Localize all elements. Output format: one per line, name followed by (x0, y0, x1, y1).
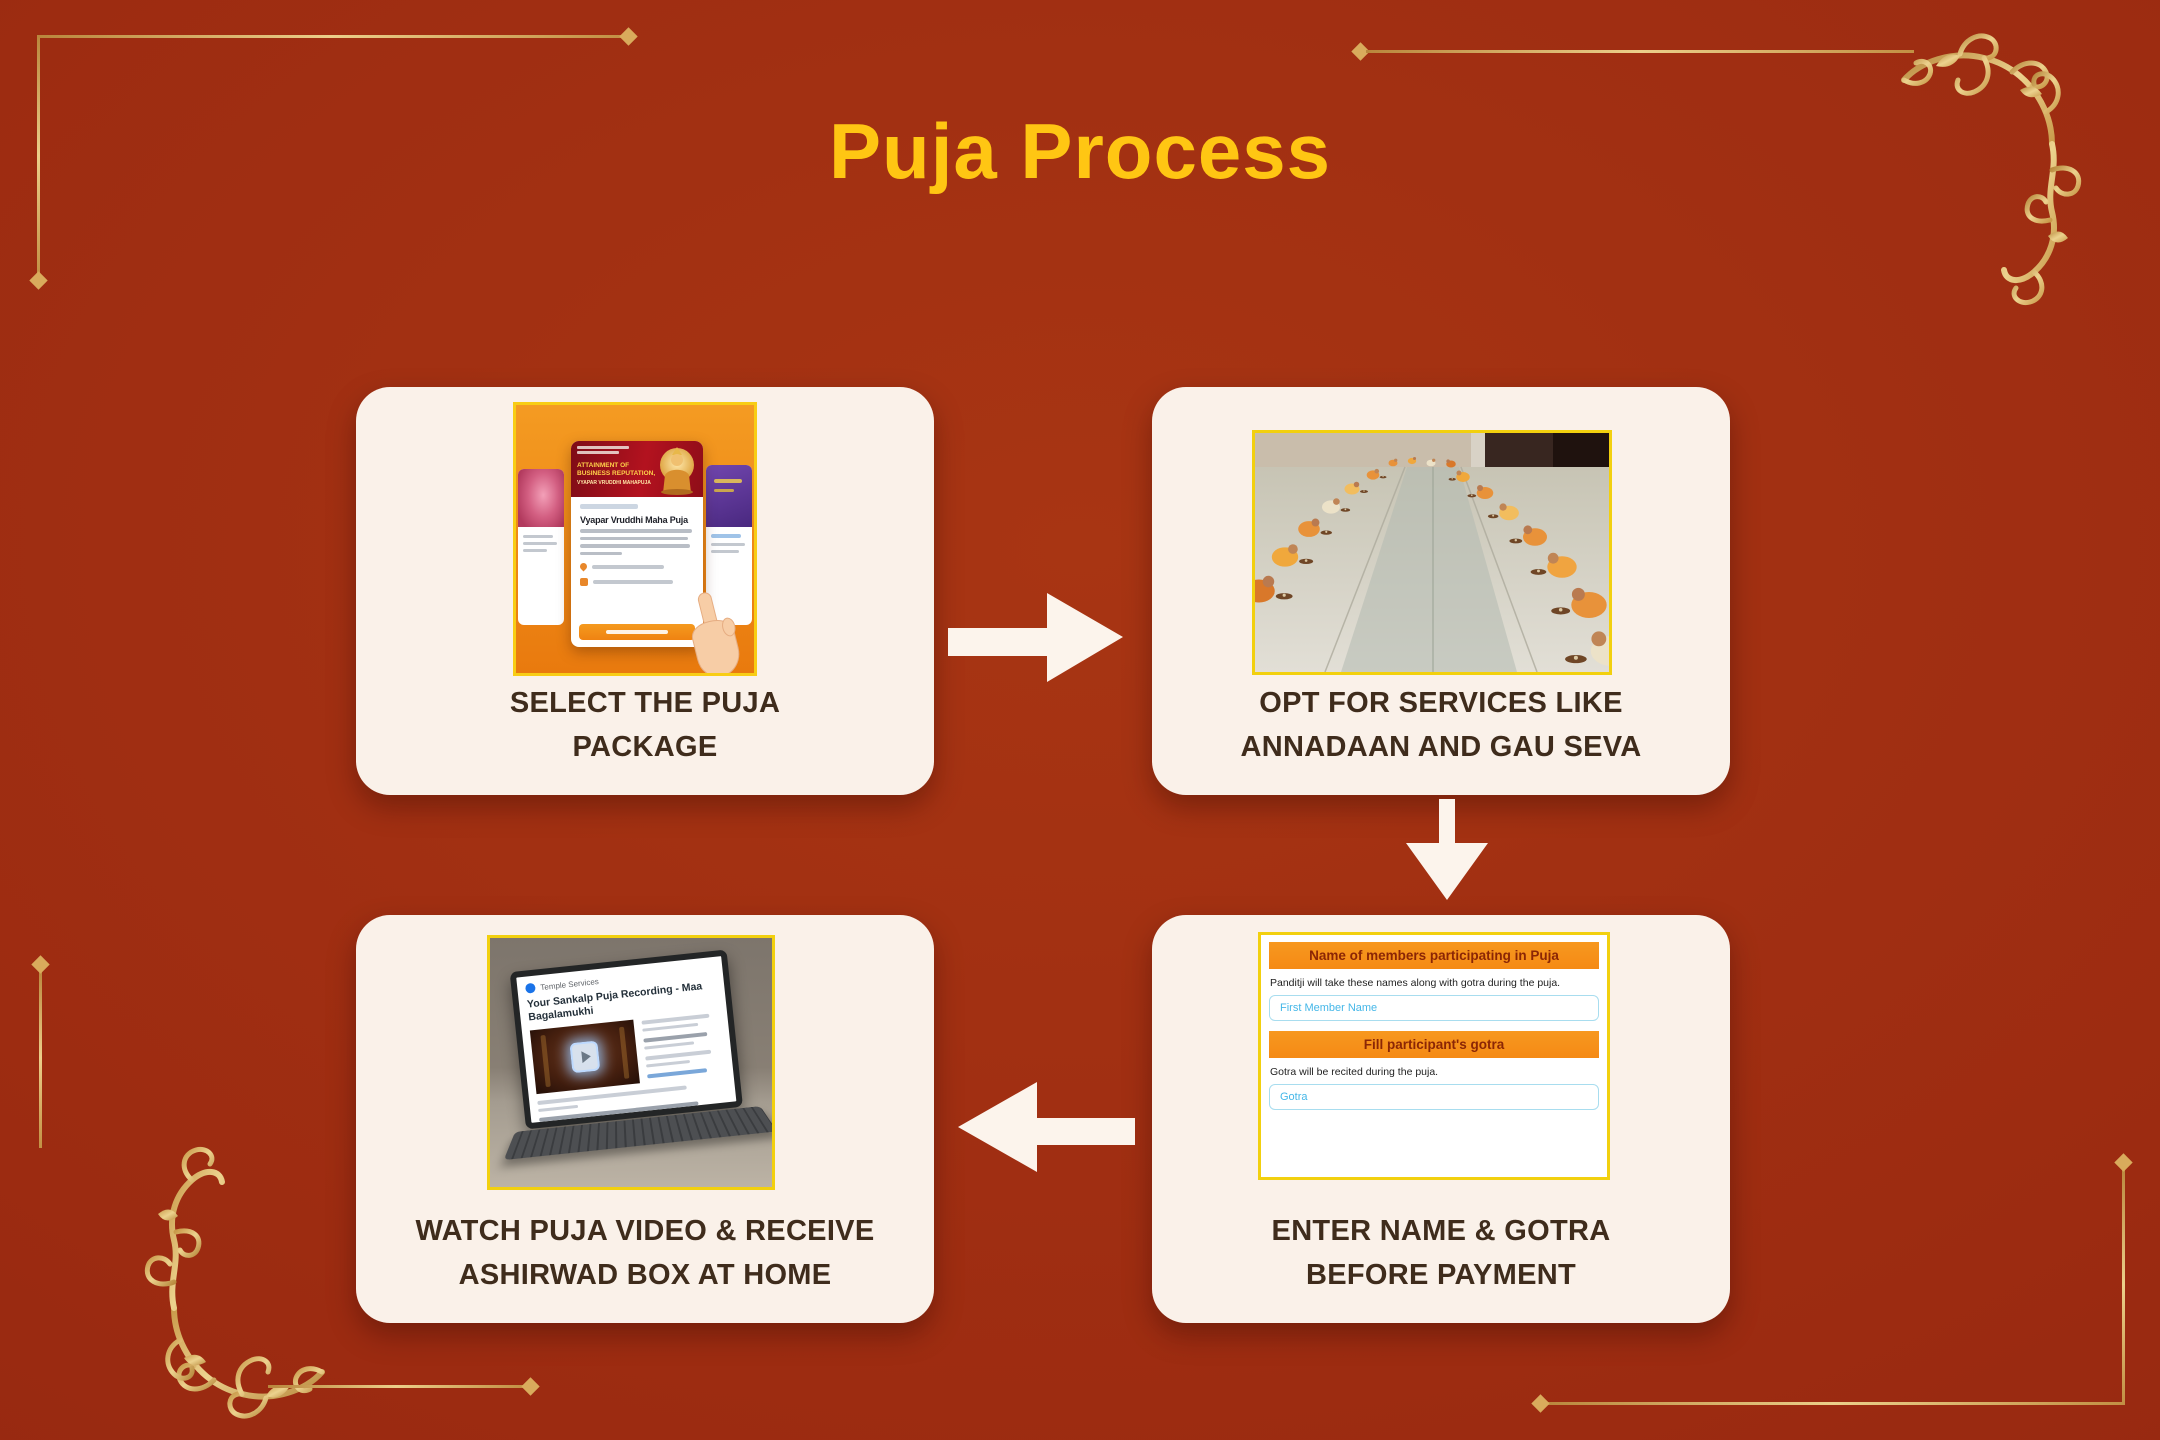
frame-line-top-left-horizontal (37, 35, 625, 38)
member-name-input[interactable] (1269, 995, 1599, 1021)
availability-tag (580, 504, 638, 509)
puja-title: Vyapar Vruddhi Maha Puja (580, 515, 688, 525)
step-card-enter-details: Name of members participating in Puja Pa… (1152, 915, 1730, 1323)
frame-line-bottom-left-horizontal (268, 1385, 524, 1388)
play-button-icon (569, 1040, 601, 1074)
avatar-circle-icon (524, 982, 536, 994)
frame-line-top-right-horizontal (1366, 50, 1914, 53)
puja-card-image (706, 465, 752, 527)
hand-pointer-icon (691, 592, 740, 673)
frame-diamond (1531, 1394, 1550, 1413)
button-label-bar (606, 630, 668, 634)
step-caption: ENTER NAME & GOTRA BEFORE PAYMENT (1271, 1215, 1611, 1291)
annadaan-photo (1252, 430, 1612, 675)
frame-line-bottom-left-vertical (39, 968, 42, 1148)
members-section-header: Name of members participating in Puja (1269, 942, 1599, 969)
calendar-icon (580, 578, 588, 586)
carousel-card-left (518, 469, 564, 625)
step-card-watch-video: Temple Services Your Sankalp Puja Record… (356, 915, 934, 1323)
member-details-form: Name of members participating in Puja Pa… (1258, 932, 1610, 1180)
frame-diamond (29, 271, 48, 290)
gotra-section-header: Fill participant's gotra (1269, 1031, 1599, 1058)
puja-date-row (580, 578, 703, 586)
gotra-input[interactable] (1269, 1084, 1599, 1110)
frame-line-top-left-vertical (37, 35, 40, 277)
deity-illustration (660, 447, 694, 495)
frame-diamond (31, 955, 50, 974)
laptop-screen: Temple Services Your Sankalp Puja Record… (509, 949, 743, 1130)
arrow-step3-to-step4 (958, 1082, 1135, 1172)
frame-diamond (619, 27, 638, 46)
puja-card-main: ATTAINMENT OF BUSINESS REPUTATION, VYAPA… (571, 441, 703, 647)
email-side-text (641, 1011, 725, 1083)
laptop-photo: Temple Services Your Sankalp Puja Record… (487, 935, 775, 1190)
frame-line-bottom-right-horizontal (1542, 1402, 2125, 1405)
step-caption: SELECT THE PUJA PACKAGE (509, 687, 781, 763)
step-caption: WATCH PUJA VIDEO & RECEIVE ASHIRWAD BOX … (415, 1215, 875, 1291)
step-card-select-package: ATTAINMENT OF BUSINESS REPUTATION, VYAPA… (356, 387, 934, 795)
puja-banner: ATTAINMENT OF BUSINESS REPUTATION, VYAPA… (571, 441, 703, 497)
arrow-step2-to-step3 (1406, 799, 1488, 900)
email-sender: Temple Services (539, 976, 600, 992)
puja-video-thumbnail (529, 1019, 640, 1095)
puja-card-image (518, 469, 564, 527)
banner-text: ATTAINMENT OF BUSINESS REPUTATION, VYAPA… (577, 462, 656, 486)
page-title: Puja Process (829, 107, 1331, 195)
location-pin-icon (578, 561, 589, 572)
members-section-note: Panditji will take these names along wit… (1270, 977, 1561, 989)
frame-diamond (2114, 1153, 2133, 1172)
frame-line-bottom-right-vertical (2122, 1166, 2125, 1404)
arrow-step1-to-step2 (948, 593, 1123, 682)
annadaan-photo-illustration (1255, 433, 1609, 672)
temple-location-row (578, 561, 703, 572)
participate-button[interactable] (579, 624, 695, 640)
frame-diamond (521, 1377, 540, 1396)
step-caption: OPT FOR SERVICES LIKE ANNADAAN AND GAU S… (1240, 687, 1642, 763)
step-card-opt-services: OPT FOR SERVICES LIKE ANNADAAN AND GAU S… (1152, 387, 1730, 795)
laptop: Temple Services Your Sankalp Puja Record… (496, 947, 772, 1182)
app-screenshot-select-puja: ATTAINMENT OF BUSINESS REPUTATION, VYAPA… (513, 402, 757, 676)
gotra-section-note: Gotra will be recited during the puja. (1270, 1066, 1439, 1078)
carousel-card-right (706, 465, 752, 625)
